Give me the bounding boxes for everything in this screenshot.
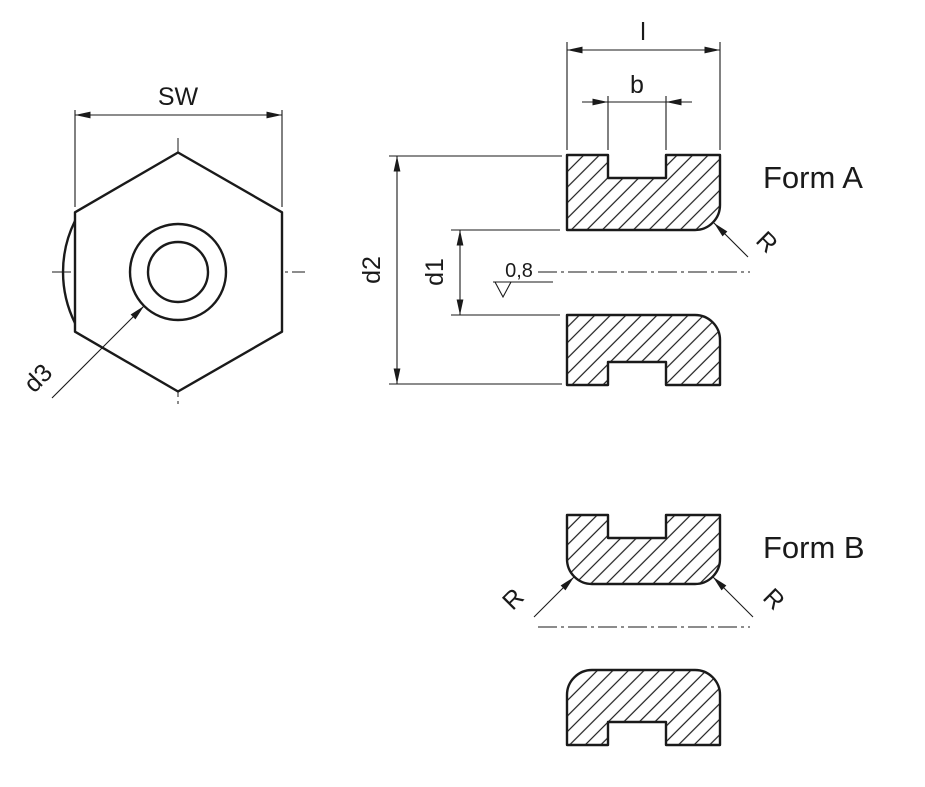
form-a-radius-line xyxy=(713,222,749,258)
hex-front-view: SW d3 xyxy=(19,83,305,408)
form-a-title: Form A xyxy=(763,160,863,195)
b-dimension-label: b xyxy=(630,71,644,99)
counterbore-circle xyxy=(128,222,228,322)
roughness-value: 0,8 xyxy=(505,260,533,282)
l-dimension: l xyxy=(566,18,721,150)
bore-circle xyxy=(146,240,210,304)
d3-leader-label: d3 xyxy=(19,359,58,398)
d1-dimension: d1 xyxy=(421,229,560,316)
form-b-radius-line-left xyxy=(533,576,575,618)
form-a-radius-leader: R xyxy=(713,222,783,259)
d1-dimension-label: d1 xyxy=(421,258,449,286)
b-dimension: b xyxy=(582,71,692,150)
form-b-lower-section xyxy=(565,668,722,747)
form-b-radius-label-right: R xyxy=(757,583,790,616)
d3-leader-line xyxy=(51,305,145,399)
form-a-lower-section xyxy=(565,313,722,387)
d2-dimension: d2 xyxy=(358,155,562,385)
form-a-upper-section xyxy=(565,153,722,232)
l-dimension-label: l xyxy=(640,18,646,46)
form-b-title: Form B xyxy=(763,530,865,565)
sw-dimension-label: SW xyxy=(158,83,199,111)
form-b-radius-leader-left: R xyxy=(497,576,575,618)
surface-roughness-symbol: 0,8 xyxy=(493,260,553,299)
sw-dimension: SW xyxy=(74,83,283,207)
form-a-radius-label: R xyxy=(750,226,783,259)
form-b-radius-leader-right: R xyxy=(712,576,790,618)
form-b-radius-label-left: R xyxy=(497,583,530,616)
form-b-radius-line-right xyxy=(712,576,754,618)
section-form-b: R R Form B xyxy=(497,513,865,747)
d2-dimension-label: d2 xyxy=(358,256,386,284)
hexagon-outline xyxy=(73,151,284,393)
form-b-upper-section xyxy=(565,513,722,586)
section-form-a: l b d2 d1 0,8 xyxy=(358,18,863,387)
roughness-check-icon xyxy=(494,281,512,299)
outer-diameter-arc xyxy=(61,219,77,325)
